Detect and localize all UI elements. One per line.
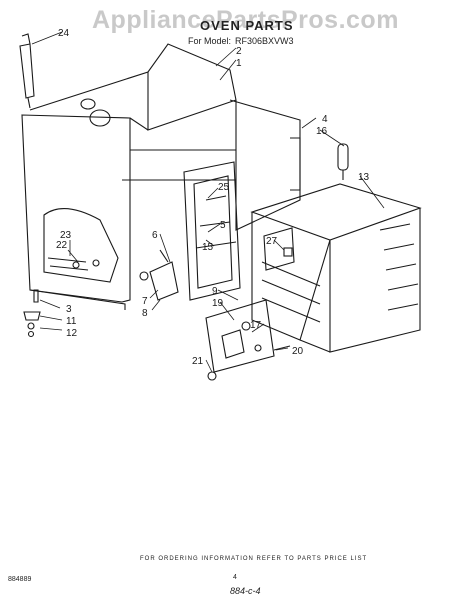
cabinet-left-front-panel bbox=[21, 114, 131, 303]
watermark: AppliancePartsPros.com bbox=[92, 6, 399, 34]
cabinet-vent-hole-2 bbox=[80, 98, 96, 110]
callout-27: 27 bbox=[266, 236, 278, 247]
cavity-right bbox=[329, 208, 421, 353]
callout-15: 15 bbox=[202, 242, 214, 253]
ordering-info-footer: FOR ORDERING INFORMATION REFER TO PARTS … bbox=[140, 556, 368, 562]
bake-element-strip bbox=[47, 257, 100, 271]
plug-16 bbox=[337, 143, 349, 180]
callout-16: 16 bbox=[316, 126, 328, 137]
callout-6: 6 bbox=[152, 230, 158, 241]
page-number: 4 bbox=[233, 574, 237, 581]
document-number: 884889 bbox=[8, 576, 32, 583]
callout-20: 20 bbox=[292, 346, 304, 357]
sensor-bracket bbox=[205, 299, 291, 381]
callout-17: 17 bbox=[250, 320, 262, 331]
callout-13: 13 bbox=[358, 172, 370, 183]
callout-3: 3 bbox=[66, 304, 72, 315]
callout-24: 24 bbox=[58, 28, 70, 39]
callout-labels: 24 2 1 4 16 13 25 5 27 6 15 23 22 9 19 7… bbox=[56, 28, 370, 367]
cabinet-right-bracket bbox=[290, 137, 301, 191]
handwritten-code: 884-c-4 bbox=[230, 586, 261, 596]
cabinet-cutout bbox=[43, 208, 119, 283]
model-prefix: For Model: bbox=[188, 36, 232, 46]
cavity-left bbox=[251, 212, 331, 341]
callout-22: 22 bbox=[56, 240, 68, 251]
cabinet-bottom-rail bbox=[29, 289, 126, 310]
callout-2: 2 bbox=[236, 46, 242, 57]
callout-19: 19 bbox=[212, 298, 224, 309]
callout-12: 12 bbox=[66, 328, 78, 339]
callout-9: 9 bbox=[212, 286, 218, 297]
callout-8: 8 bbox=[142, 308, 148, 319]
callout-21: 21 bbox=[192, 356, 204, 367]
diagram-title: OVEN PARTS bbox=[200, 18, 294, 33]
cabinet-top-back bbox=[29, 43, 237, 111]
oven-cavity bbox=[250, 183, 422, 353]
model-number: RF306BXVW3 bbox=[235, 36, 294, 46]
callout-1: 1 bbox=[236, 58, 242, 69]
callout-25: 25 bbox=[218, 182, 230, 193]
cabinet-right-side bbox=[229, 99, 301, 231]
callout-11: 11 bbox=[66, 316, 77, 327]
fasteners-left bbox=[23, 289, 41, 338]
callout-7: 7 bbox=[142, 296, 148, 307]
hinge-bracket bbox=[139, 249, 179, 301]
oven-cabinet bbox=[21, 43, 301, 310]
cabinet-back-edge bbox=[147, 72, 237, 131]
callout-4: 4 bbox=[322, 114, 328, 125]
bracket-24 bbox=[19, 33, 35, 109]
model-line: For Model:RF306BXVW3 bbox=[188, 36, 298, 46]
callout-5: 5 bbox=[220, 220, 226, 231]
leader-lines bbox=[31, 31, 385, 373]
cabinet-inner-line-b bbox=[129, 117, 149, 131]
cabinet-vent-hole bbox=[89, 109, 111, 127]
door-frame bbox=[183, 161, 241, 301]
cavity-top bbox=[250, 183, 422, 241]
callout-23: 23 bbox=[60, 230, 72, 241]
